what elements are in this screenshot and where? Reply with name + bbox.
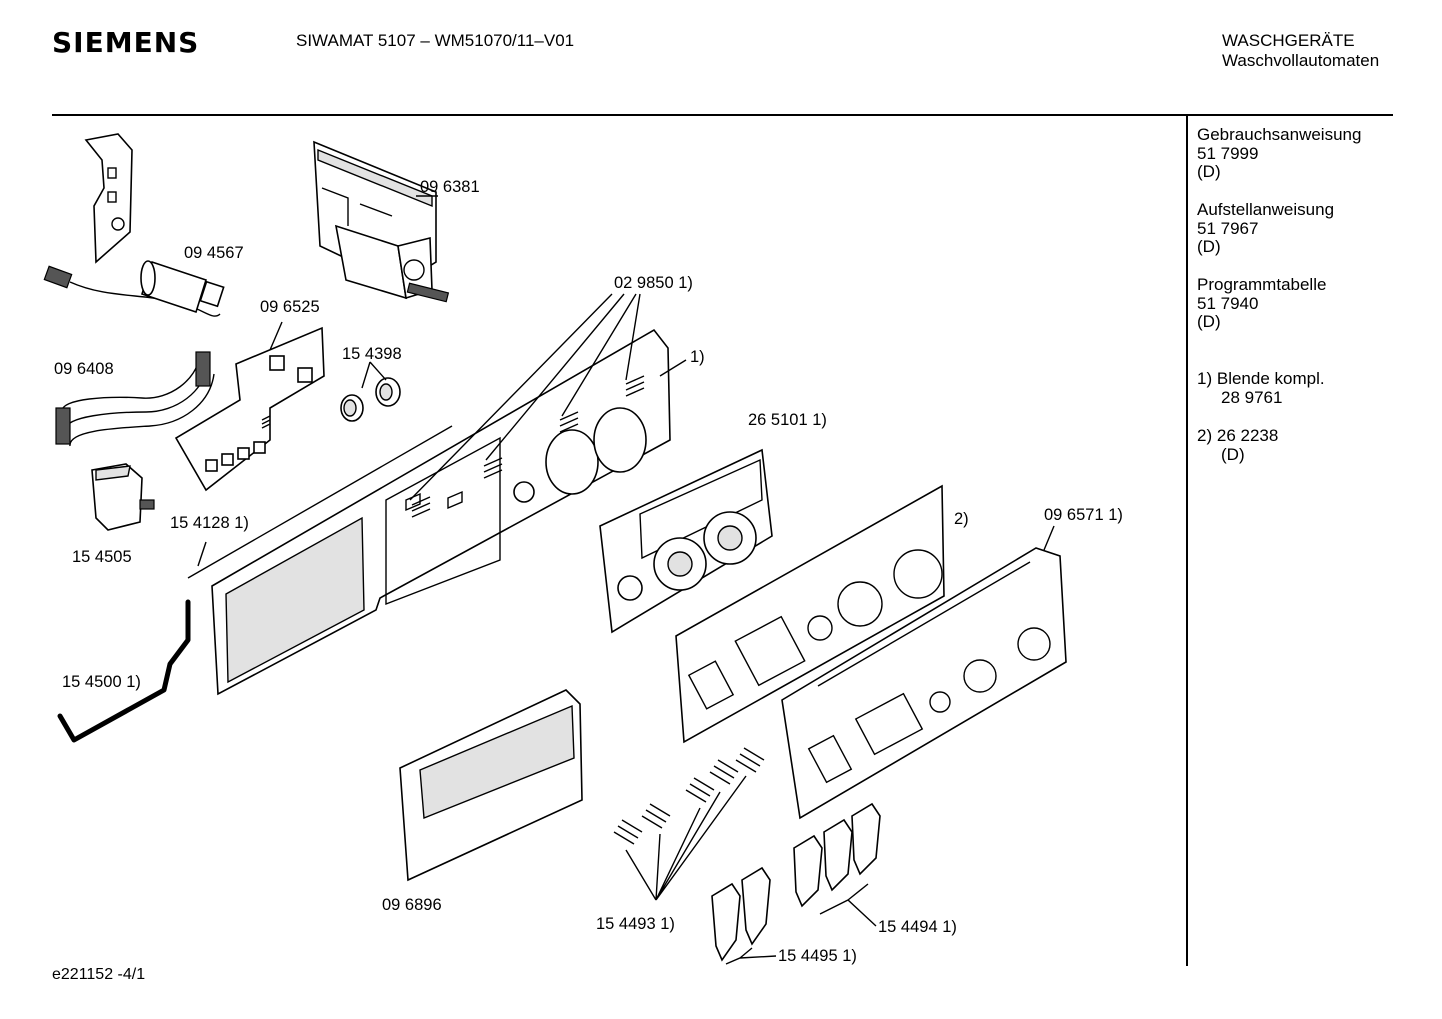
part-label: 15 4398 [342, 345, 402, 363]
part-label: 26 5101 1) [748, 411, 827, 429]
push-buttons-15-4494 [793, 802, 881, 908]
part-label: 15 4500 1) [62, 673, 141, 691]
doc-language: (D) [1197, 312, 1221, 331]
part-label: 15 4505 [72, 548, 132, 566]
ribbon-cable [55, 351, 215, 447]
note-text: 26 2238 [1216, 426, 1279, 445]
note-marker: 1) [1197, 369, 1213, 388]
doc-language: (D) [1197, 162, 1221, 181]
note-number: 28 9761 [1221, 387, 1283, 407]
doc-reference: Programmtabelle 51 7940 (D) [1197, 275, 1327, 332]
note-text: Blende kompl. [1216, 369, 1325, 388]
panel-frame [211, 328, 671, 696]
part-label: 09 6408 [54, 360, 114, 378]
doc-language: (D) [1197, 237, 1221, 256]
part-label: 09 4567 [184, 244, 244, 262]
springs-02-9850 [411, 375, 645, 518]
rotary-knobs [340, 377, 401, 422]
leader-lines [197, 195, 1055, 965]
cover-flap [399, 689, 583, 882]
doc-number: 51 7999 [1197, 143, 1259, 163]
springs-15-4493 [613, 747, 765, 845]
diagram-code: e221152 -4/1 [52, 966, 146, 983]
capacitor [43, 260, 225, 317]
note: 2) 26 2238 (D) [1197, 426, 1279, 464]
part-label: 1) [690, 348, 705, 366]
part-label: 2) [954, 510, 969, 528]
part-label: 15 4493 1) [596, 915, 675, 933]
header-divider [52, 114, 1393, 116]
knob-panel [599, 448, 773, 634]
part-label: 15 4494 1) [878, 918, 957, 936]
part-label: 09 6896 [382, 896, 442, 914]
sidebar-divider [1186, 116, 1188, 966]
light-guide-rod [187, 425, 453, 579]
doc-reference: Gebrauchsanweisung 51 7999 (D) [1197, 125, 1362, 182]
doc-number: 51 7967 [1197, 218, 1259, 238]
doc-reference: Aufstellanweisung 51 7967 (D) [1197, 200, 1335, 257]
model-title: SIWAMAT 5107 – WM51070/11–V01 [296, 31, 575, 50]
door-switch [91, 463, 155, 531]
part-label: 09 6571 1) [1044, 506, 1123, 524]
note: 1) Blende kompl. 28 9761 [1197, 369, 1325, 407]
doc-title: Gebrauchsanweisung [1197, 125, 1362, 144]
doc-title: Programmtabelle [1197, 275, 1327, 294]
part-label: 15 4495 1) [778, 947, 857, 965]
doc-number: 51 7940 [1197, 293, 1259, 313]
category-line-2: Waschvollautomaten [1222, 51, 1380, 70]
category-line-1: WASCHGERÄTE [1222, 31, 1355, 50]
wire-spring [57, 599, 191, 743]
part-label: 15 4128 1) [170, 514, 249, 532]
electronic-board [313, 140, 450, 303]
note-number: (D) [1221, 444, 1245, 464]
doc-title: Aufstellanweisung [1197, 200, 1335, 219]
part-label: 09 6525 [260, 298, 320, 316]
note-marker: 2) [1197, 426, 1213, 445]
exploded-parts-diagram [43, 133, 1067, 965]
mounting-bracket [84, 133, 133, 264]
brand-logo: SIEMENS [52, 26, 200, 59]
front-panel [781, 547, 1067, 820]
part-label: 02 9850 1) [614, 274, 693, 292]
category: WASCHGERÄTE Waschvollautomaten [1222, 31, 1379, 71]
part-label: 09 6381 [420, 178, 480, 196]
push-buttons-15-4495 [711, 866, 771, 962]
decor-foil [675, 484, 945, 744]
button-pcb [174, 326, 325, 492]
